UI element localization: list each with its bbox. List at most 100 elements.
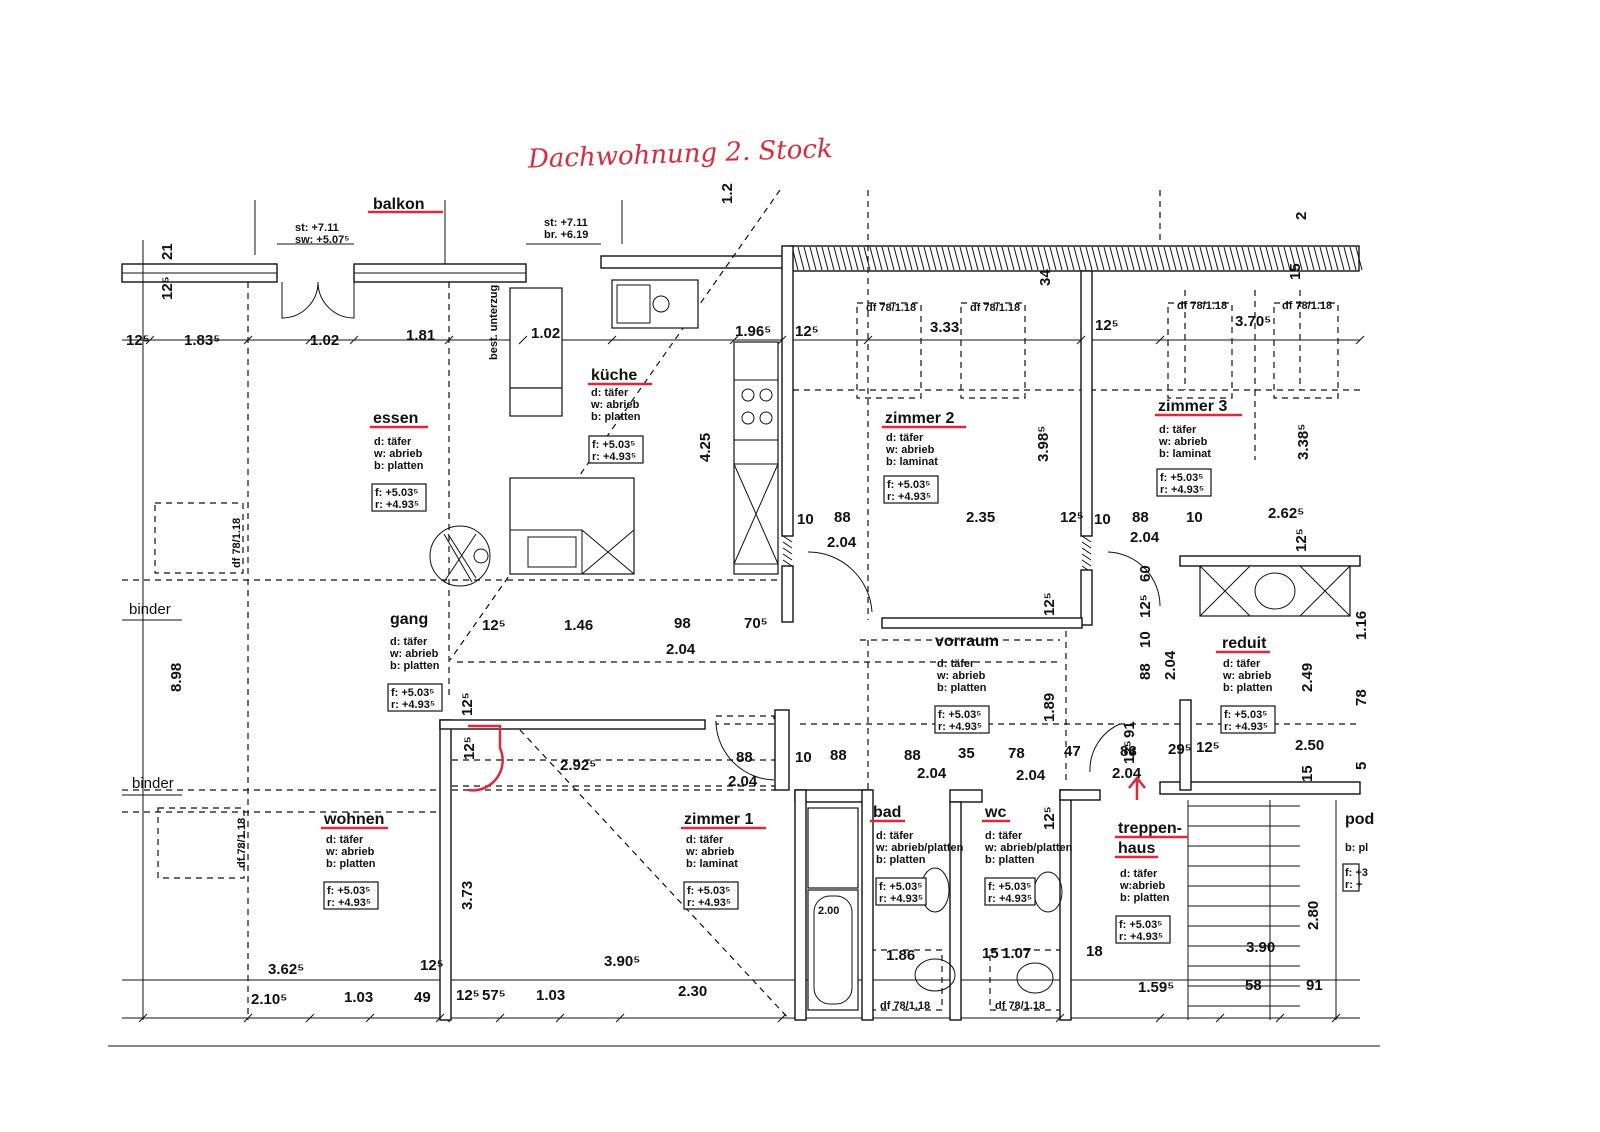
handwritten-arrow [1128, 775, 1146, 800]
svg-text:1.16: 1.16 [1353, 611, 1370, 640]
room-vorraum: vorraum d: täfer w: abrieb b: platten f:… [934, 633, 999, 734]
svg-text:12⁵: 12⁵ [1095, 317, 1119, 334]
svg-text:29⁵: 29⁵ [1168, 741, 1192, 758]
svg-text:60: 60 [1137, 565, 1154, 582]
svg-text:10: 10 [797, 511, 814, 528]
svg-text:w: abrieb: w: abrieb [373, 448, 423, 460]
svg-text:78: 78 [1008, 745, 1025, 762]
exterior-wall-top [121, 245, 1360, 283]
svg-text:1.83⁵: 1.83⁵ [184, 332, 220, 349]
svg-text:10: 10 [795, 749, 812, 766]
svg-text:b: pl: b: pl [1345, 842, 1368, 854]
svg-text:88: 88 [1120, 743, 1137, 760]
dimension-ticks [138, 335, 1365, 1023]
svg-text:df 78/1.18: df 78/1.18 [236, 818, 248, 868]
svg-text:3.33: 3.33 [930, 319, 959, 336]
svg-text:3.62⁵: 3.62⁵ [268, 961, 304, 978]
svg-text:f: +5.03⁵: f: +5.03⁵ [938, 709, 981, 721]
svg-text:88: 88 [1137, 663, 1154, 680]
door1-sw: sw: +5.07⁵ [295, 234, 349, 246]
room-name: gang [390, 611, 428, 628]
binder-label-top: binder [129, 601, 171, 618]
svg-text:34: 34 [1037, 269, 1054, 286]
svg-text:b: platten: b: platten [985, 854, 1035, 866]
room-name: pod [1345, 811, 1374, 828]
room-zimmer1: zimmer 1 d: täfer w: abrieb b: laminat f… [681, 811, 766, 910]
svg-text:w: abrieb: w: abrieb [685, 846, 735, 858]
svg-text:10: 10 [1094, 511, 1111, 528]
svg-text:10: 10 [1186, 509, 1203, 526]
svg-text:5: 5 [1353, 762, 1370, 770]
chimney-symbol [429, 525, 491, 587]
room-name: zimmer 3 [1158, 398, 1227, 415]
svg-text:2.04: 2.04 [1112, 765, 1142, 782]
room-wc: wc d: täfer w: abrieb/platten b: platten… [982, 804, 1073, 906]
svg-text:r: +4.93⁵: r: +4.93⁵ [879, 893, 923, 905]
bath-fixtures [807, 807, 1063, 1011]
svg-text:1.02: 1.02 [531, 325, 560, 342]
svg-text:df 78/1.18: df 78/1.18 [866, 302, 916, 314]
svg-text:2.00: 2.00 [818, 905, 839, 917]
svg-text:15: 15 [1287, 263, 1304, 280]
svg-text:88: 88 [830, 747, 847, 764]
svg-text:b: laminat: b: laminat [886, 456, 938, 468]
svg-text:f: +5.03⁵: f: +5.03⁵ [391, 687, 434, 699]
dim-2-04-z1: 2.04 [1016, 767, 1046, 784]
svg-text:f: +5.03⁵: f: +5.03⁵ [887, 479, 930, 491]
door2-st: st: +7.11 [544, 217, 588, 229]
svg-text:1.81: 1.81 [406, 327, 435, 344]
plan-title: Dachwohnung 2. Stock [527, 134, 834, 175]
svg-text:2.35: 2.35 [966, 509, 995, 526]
wardrobe-units [1199, 565, 1351, 617]
svg-text:2.10⁵: 2.10⁵ [251, 991, 287, 1008]
handwritten-door-mark [467, 724, 504, 792]
room-essen: essen d: täfer w: abrieb b: platten f: +… [370, 410, 428, 512]
svg-text:r: +4.93⁵: r: +4.93⁵ [1224, 721, 1268, 733]
svg-text:12⁵: 12⁵ [1041, 806, 1058, 830]
svg-text:d: täfer: d: täfer [876, 830, 914, 842]
door-swings [715, 551, 1161, 781]
svg-text:r: +4.93⁵: r: +4.93⁵ [1160, 484, 1204, 496]
dimension-texts: 12⁵ 1.83⁵ 1.02 1.81 1.02 1.96⁵ 12⁵ 3.33 … [126, 183, 1370, 1008]
room-name: zimmer 1 [684, 811, 753, 828]
dimension-lines [122, 240, 1360, 1020]
svg-text:f: +5.03⁵: f: +5.03⁵ [1224, 709, 1267, 721]
svg-text:r: +4.93⁵: r: +4.93⁵ [327, 897, 371, 909]
svg-text:1.03: 1.03 [344, 989, 373, 1006]
svg-text:f: +5.03⁵: f: +5.03⁵ [1160, 472, 1203, 484]
unterzug-label: best. unterzug [488, 285, 500, 360]
svg-text:w: abrieb/platten: w: abrieb/platten [875, 842, 964, 854]
svg-text:3.73: 3.73 [459, 881, 476, 910]
room-name-line1: treppen- [1118, 820, 1182, 837]
svg-text:b: platten: b: platten [390, 660, 440, 672]
room-treppenhaus: treppen- haus d: täfer w:abrieb b: platt… [1115, 820, 1188, 944]
svg-text:df 78/1.18: df 78/1.18 [231, 518, 243, 568]
door1-st: st: +7.11 [295, 222, 339, 234]
room-name: zimmer 2 [885, 410, 954, 427]
svg-text:r: +4.93⁵: r: +4.93⁵ [687, 897, 731, 909]
room-zimmer2: zimmer 2 d: täfer w: abrieb b: laminat f… [882, 410, 966, 504]
svg-text:78: 78 [1353, 689, 1370, 706]
svg-text:88: 88 [834, 509, 851, 526]
svg-text:91: 91 [1306, 977, 1323, 994]
svg-text:88: 88 [736, 749, 753, 766]
svg-text:12⁵: 12⁵ [1121, 740, 1138, 764]
svg-text:f: +5.03⁵: f: +5.03⁵ [375, 487, 418, 499]
svg-text:57⁵: 57⁵ [482, 987, 506, 1004]
svg-text:12⁵: 12⁵ [795, 323, 819, 340]
svg-text:12⁵: 12⁵ [482, 617, 506, 634]
svg-text:2: 2 [1293, 212, 1310, 220]
svg-text:1.03: 1.03 [536, 987, 565, 1004]
svg-text:f: +5.03⁵: f: +5.03⁵ [988, 881, 1031, 893]
binder-label-bottom: binder [132, 775, 174, 792]
svg-text:2.50: 2.50 [1295, 737, 1324, 754]
room-name: küche [591, 367, 637, 384]
room-bad: bad d: täfer w: abrieb/platten b: platte… [870, 804, 964, 906]
svg-text:d: täfer: d: täfer [374, 436, 412, 448]
svg-text:df 78/1.18: df 78/1.18 [995, 1000, 1045, 1012]
room-gang: gang d: täfer w: abrieb b: platten f: +5… [387, 611, 443, 712]
svg-text:d: täfer: d: täfer [1159, 424, 1197, 436]
svg-text:70⁵: 70⁵ [744, 615, 768, 632]
svg-text:f: +3: f: +3 [1345, 867, 1368, 879]
